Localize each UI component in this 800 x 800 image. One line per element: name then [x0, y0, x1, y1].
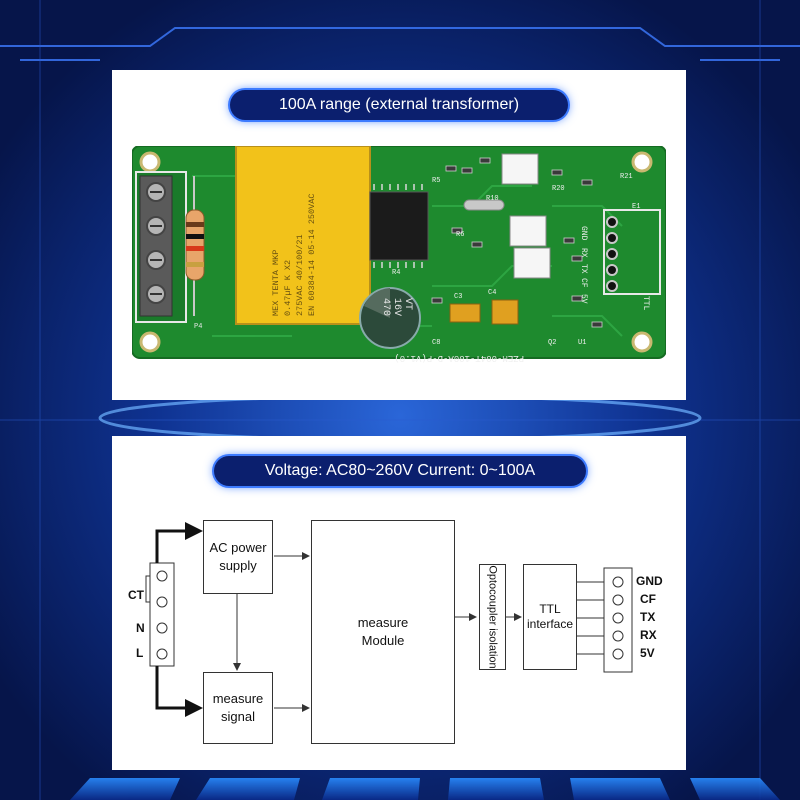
svg-text:Q2: Q2 [548, 339, 556, 347]
board-photo-panel: 100A range (external transformer) [112, 70, 686, 400]
svg-text:TTL: TTL [641, 296, 650, 311]
output-label-5v: 5V [640, 646, 655, 660]
svg-text:P4: P4 [194, 323, 202, 331]
output-label-tx: TX [640, 610, 656, 624]
svg-text:470: 470 [380, 298, 391, 316]
svg-text:R20: R20 [552, 185, 565, 193]
output-label-gnd: GND [636, 574, 663, 588]
svg-text:R10: R10 [486, 195, 499, 203]
svg-text:PZEM-004T-100A-D-P(V1.0): PZEM-004T-100A-D-P(V1.0) [394, 353, 524, 363]
ttl-interface-block: TTL interface [523, 564, 577, 670]
svg-text:C8: C8 [432, 339, 440, 347]
panel-title: 100A range (external transformer) [230, 90, 568, 120]
svg-text:C4: C4 [488, 289, 496, 297]
optocoupler-isolation-block: Optocoupler isolation [479, 564, 506, 670]
svg-text:GND: GND [579, 226, 588, 241]
pcb-board: P4 MEX TENTA MKP 0.47µF K X2 275VAC 40/1… [132, 146, 666, 363]
input-label-n: N [136, 621, 145, 635]
svg-text:0.47µF K X2: 0.47µF K X2 [283, 260, 293, 316]
svg-text:CF: CF [579, 278, 588, 288]
measure-module-block: measure Module [311, 520, 455, 744]
svg-text:275VAC 40/100/21: 275VAC 40/100/21 [295, 234, 305, 316]
measure-signal-block: measure signal [203, 672, 273, 744]
svg-text:E1: E1 [632, 203, 640, 211]
optocoupler-label: Optocoupler isolation [486, 565, 499, 669]
svg-text:C3: C3 [454, 293, 462, 301]
input-label-l: L [136, 646, 144, 660]
svg-text:16V: 16V [391, 298, 402, 316]
svg-text:RX: RX [579, 248, 588, 258]
svg-text:R4: R4 [392, 269, 400, 277]
svg-text:VT: VT [402, 298, 413, 310]
svg-text:U1: U1 [578, 339, 586, 347]
svg-text:5V: 5V [579, 294, 588, 304]
block-diagram-panel: Voltage: AC80~260V Current: 0~100A [112, 436, 686, 770]
block-diagram-wiring [145, 522, 633, 717]
svg-text:R21: R21 [620, 173, 633, 181]
svg-text:R6: R6 [456, 231, 464, 239]
ac-power-supply-block: AC power supply [203, 520, 273, 594]
svg-text:MEX TENTA MKP: MEX TENTA MKP [271, 250, 281, 316]
output-label-cf: CF [640, 592, 656, 606]
panel-title: Voltage: AC80~260V Current: 0~100A [214, 456, 586, 486]
svg-text:EN 60384-14 05-14 250VAC: EN 60384-14 05-14 250VAC [307, 194, 317, 316]
svg-text:R5: R5 [432, 177, 440, 185]
terminal-screws [146, 182, 166, 304]
output-label-rx: RX [640, 628, 657, 642]
svg-text:TX: TX [579, 264, 588, 274]
input-label-ct: CT [128, 588, 144, 602]
